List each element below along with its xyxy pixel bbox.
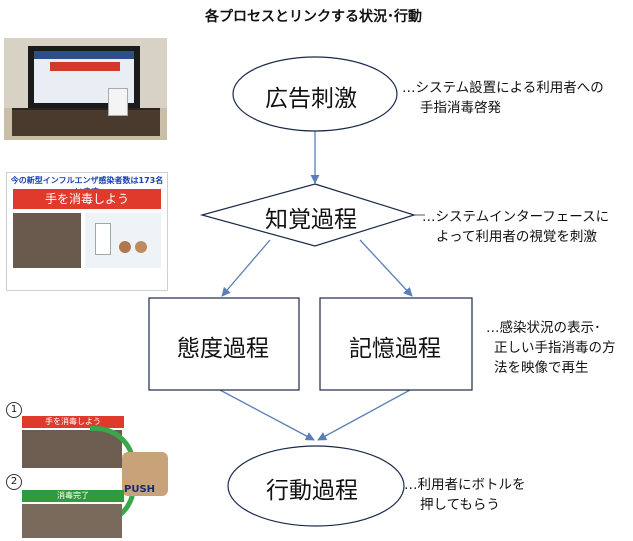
node-ad-shape	[232, 56, 398, 132]
bottle-icon	[95, 223, 111, 255]
step-2-badge: 2	[6, 474, 22, 490]
arrow-perception-to-attitude	[221, 239, 271, 297]
step2-banner: 消毒完了	[22, 490, 124, 502]
node-ad-label: 広告刺激	[265, 86, 357, 112]
push-label: PUSH	[124, 484, 156, 495]
hand-press-icon	[122, 452, 168, 496]
arrow-attitude-to-action	[219, 389, 315, 441]
bottle-icon	[108, 88, 128, 116]
annotation-perception: …システムインターフェースに よって利用者の視覚を刺激	[422, 209, 610, 245]
node-perception-label: 知覚過程	[265, 207, 357, 233]
screen-disinfect-banner: 手を消毒しよう	[13, 189, 161, 209]
node-action-label: 行動過程	[266, 478, 358, 504]
node-attitude-shape	[148, 297, 300, 391]
node-attitude-label: 態度過程	[177, 336, 269, 362]
node-perception-shape	[199, 183, 417, 247]
photo-interface-screen: 今の新型インフルエンザ感染者数は173名います 手を消毒しよう	[6, 172, 168, 291]
arrow-memory-to-action	[317, 389, 411, 441]
node-action-shape	[227, 445, 405, 527]
screen-header: 今の新型インフルエンザ感染者数は173名います	[10, 176, 164, 196]
step1-banner: 手を消毒しよう	[22, 416, 124, 428]
photo-usage-steps: 1 手を消毒しよう PUSH 2 消毒完了	[4, 400, 174, 540]
diagram-title: 各プロセスとリンクする状況･行動	[205, 9, 422, 25]
node-memory-shape	[319, 297, 473, 391]
annotation-action: …利用者にボトルを 押してもらう	[404, 477, 526, 513]
step-1-badge: 1	[6, 402, 22, 418]
node-memory-label: 記憶過程	[349, 336, 441, 362]
annotation-memory: …感染状況の表示･ 正しい手指消毒の方 法を映像で再生	[486, 320, 616, 376]
arrow-perception-to-memory	[359, 239, 413, 297]
photo-system-installed	[4, 38, 167, 140]
annotation-ad: …システム設置による利用者への 手指消毒啓発	[402, 80, 604, 116]
